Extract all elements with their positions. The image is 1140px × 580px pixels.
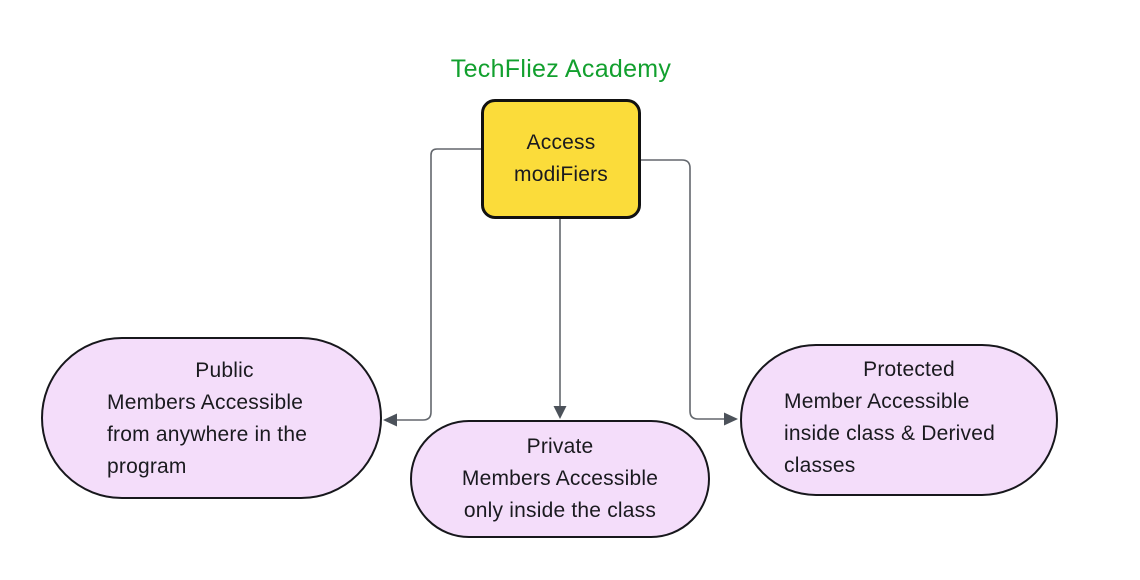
edge-access-to-public xyxy=(396,148,481,421)
node-public-line: program xyxy=(107,455,187,478)
node-protected-line: Member Accessible xyxy=(784,390,970,413)
node-protected: Protected Member Accessible inside class… xyxy=(740,344,1058,496)
edge-access-to-protected xyxy=(640,159,725,420)
arrowhead-to-public xyxy=(383,413,397,427)
node-access-modifiers-line: Access xyxy=(526,131,596,154)
node-protected-line: Protected xyxy=(863,358,955,381)
node-public-line: Members Accessible xyxy=(107,391,304,414)
arrowhead-to-private xyxy=(553,406,567,419)
diagram-title: TechFliez Academy xyxy=(450,55,672,83)
node-private-line: Members Accessible xyxy=(461,467,659,490)
node-protected-line: inside class & Derived xyxy=(784,422,995,445)
arrowhead-to-protected xyxy=(724,412,738,426)
node-public-line: Public xyxy=(195,359,254,382)
node-access-modifiers-line: modiFiers xyxy=(514,163,608,186)
node-access-modifiers: Access modiFiers xyxy=(481,99,641,219)
node-public: Public Members Accessible from anywhere … xyxy=(41,337,382,499)
node-private: Private Members Accessible only inside t… xyxy=(410,420,710,538)
node-public-line: from anywhere in the xyxy=(107,423,308,446)
node-protected-line: classes xyxy=(784,454,856,477)
node-private-line: only inside the class xyxy=(463,499,657,522)
node-private-line: Private xyxy=(526,435,594,458)
